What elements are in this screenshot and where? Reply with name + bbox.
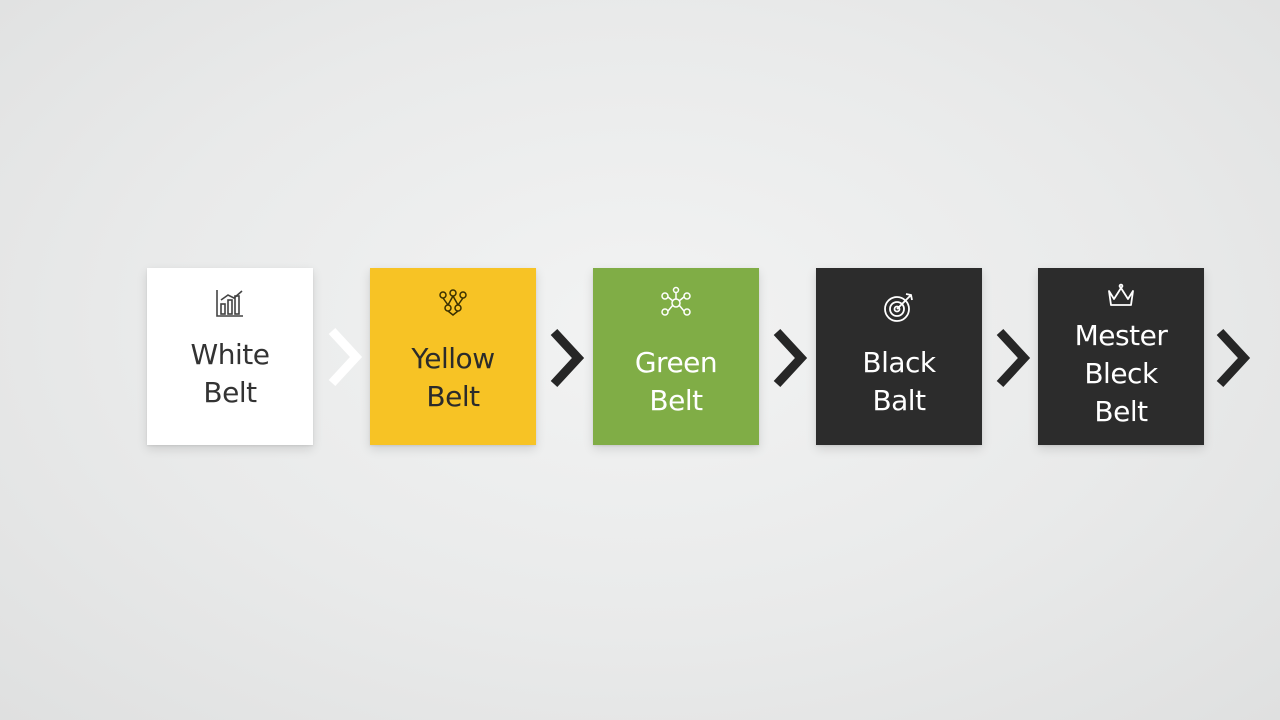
step-label: Black Balt	[862, 346, 936, 417]
step-label: White Belt	[190, 338, 270, 409]
step-master-black-belt: Mester Bleck Belt	[1038, 268, 1204, 445]
step-label: Green Belt	[634, 346, 718, 417]
chevron-right-icon	[324, 327, 364, 387]
step-label: Yellow Belt	[411, 342, 495, 413]
step-label: Mester Bleck Belt	[1074, 319, 1168, 428]
team-network-icon	[436, 286, 470, 320]
chevron-right-icon	[769, 328, 809, 388]
step-white-belt: White Belt	[147, 268, 313, 445]
crown-icon	[1104, 280, 1138, 314]
bar-chart-icon	[213, 286, 247, 320]
molecule-icon	[659, 286, 693, 320]
chevron-right-icon	[546, 328, 586, 388]
step-black-belt: Black Balt	[816, 268, 982, 445]
target-icon	[882, 290, 916, 324]
chevron-right-icon	[992, 328, 1032, 388]
step-yellow-belt: Yellow Belt	[370, 268, 536, 445]
chevron-right-icon	[1212, 328, 1252, 388]
step-green-belt: Green Belt	[593, 268, 759, 445]
